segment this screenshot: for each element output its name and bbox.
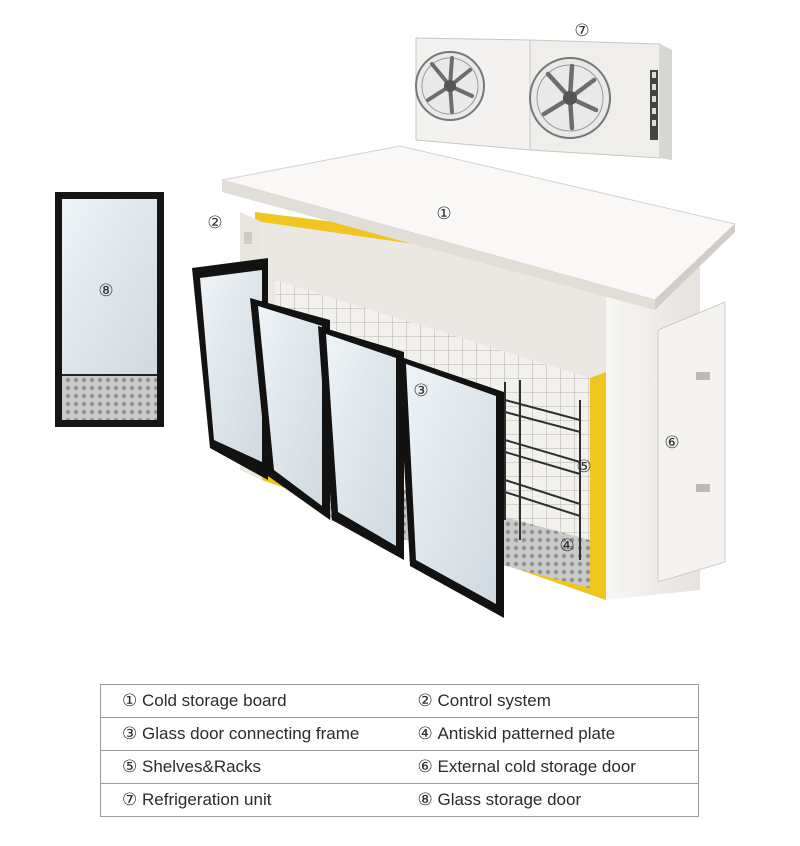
marker-1: ①	[436, 204, 451, 224]
legend-label: Cold storage board	[142, 691, 287, 710]
legend-number: ⑥	[417, 757, 433, 776]
legend-number: ①	[122, 691, 138, 710]
svg-text:②: ②	[207, 213, 222, 233]
glass-storage-door	[55, 192, 164, 427]
cold-storage-board	[221, 145, 737, 310]
refrigeration-unit	[415, 37, 672, 160]
legend-number: ⑦	[122, 790, 138, 809]
legend-label: Shelves&Racks	[142, 757, 262, 776]
cold-room-exploded-diagram: ① ② ③ ④ ⑤ ⑥ ⑦ ⑧	[55, 21, 737, 618]
marker-3: ③	[413, 381, 428, 401]
svg-text:⑤: ⑤	[576, 457, 591, 477]
svg-text:④: ④	[559, 536, 574, 556]
legend-label: External cold storage door	[437, 757, 636, 776]
svg-text:⑥: ⑥	[664, 433, 679, 453]
legend-number: ④	[417, 724, 433, 743]
marker-7: ⑦	[574, 21, 589, 41]
marker-4: ④	[559, 536, 574, 556]
marker-8: ⑧	[98, 281, 113, 301]
legend-label: Control system	[437, 691, 551, 710]
legend-label: Refrigeration unit	[142, 790, 272, 809]
legend-label: Antiskid patterned plate	[437, 724, 616, 743]
fan-icon	[415, 51, 485, 121]
glass-door-connecting-frame	[192, 258, 504, 618]
legend-label: Glass door connecting frame	[142, 724, 360, 743]
svg-text:⑧: ⑧	[98, 281, 113, 301]
fan-icon	[529, 57, 611, 139]
svg-text:①: ①	[436, 204, 451, 224]
shelves-racks	[504, 380, 581, 560]
marker-6: ⑥	[664, 433, 679, 453]
legend-number: ③	[122, 724, 138, 743]
svg-text:⑦: ⑦	[574, 21, 589, 41]
legend-number: ⑧	[417, 790, 433, 809]
legend-label: Glass storage door	[437, 790, 582, 809]
svg-text:③: ③	[413, 381, 428, 401]
marker-5: ⑤	[576, 457, 591, 477]
legend-number: ⑤	[122, 757, 138, 776]
marker-2: ②	[207, 213, 222, 233]
legend-number: ②	[417, 691, 433, 710]
